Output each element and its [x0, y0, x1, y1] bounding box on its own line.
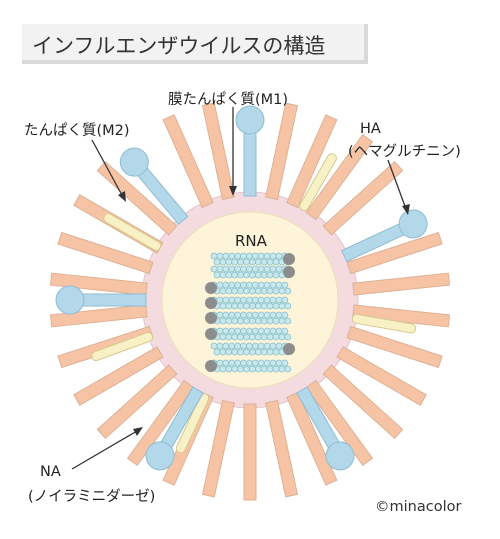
m2-protein	[103, 213, 162, 251]
na-arrow	[71, 430, 138, 470]
ha-spike	[162, 114, 214, 209]
ha-spike	[322, 161, 404, 236]
ha-spike	[96, 364, 178, 439]
ha-spike	[96, 161, 178, 236]
ha-spike	[201, 102, 235, 201]
ha-spike	[286, 114, 338, 209]
ha-spike	[286, 391, 338, 486]
rna-strand	[205, 296, 292, 310]
rna-end-cap	[283, 253, 295, 265]
m2-label: たんぱく質(M2)	[24, 123, 130, 139]
ha-spike	[201, 399, 235, 498]
m2-protein	[351, 313, 417, 334]
na-spike	[145, 386, 204, 471]
ha-spike	[305, 379, 374, 467]
rna-strand	[205, 359, 292, 373]
m2-protein	[175, 393, 210, 454]
rna-strand	[205, 311, 292, 325]
m1-label: 膜たんぱく質(M1)	[168, 92, 289, 108]
ha-spike	[57, 231, 154, 275]
page-title: インフルエンザウイルスの構造	[32, 34, 326, 58]
m2-arrowhead	[118, 191, 126, 202]
rna-end-cap	[205, 312, 217, 324]
ha-spike	[73, 346, 164, 406]
label-arrows	[71, 107, 410, 470]
ha-arrow	[387, 159, 407, 210]
ha-spike	[352, 272, 451, 296]
rna-strand	[210, 342, 295, 356]
na-arrowhead	[133, 427, 143, 436]
ha-spike	[346, 231, 443, 275]
rna-strand	[205, 327, 292, 341]
na-label: NA	[40, 464, 61, 480]
na-sub-label: (ノイラミニダーゼ)	[28, 489, 156, 505]
credit: ©minacolor	[375, 499, 462, 515]
na-spike	[296, 386, 355, 471]
m2-protein	[91, 331, 154, 362]
rna-end-cap	[205, 297, 217, 309]
ha-sub-label: (ヘマグルチニン)	[348, 144, 461, 160]
rna-strand	[210, 265, 295, 279]
m1-arrowhead	[229, 186, 237, 196]
title-box: インフルエンザウイルスの構造	[22, 24, 368, 64]
ha-spike	[49, 272, 148, 296]
ha-spike	[265, 399, 299, 498]
rna-end-cap	[283, 343, 295, 355]
ha-label: HA	[360, 121, 381, 137]
spikes-group	[49, 102, 451, 501]
ha-spike	[336, 346, 427, 406]
ha-spike	[49, 304, 148, 328]
m2-arrow	[91, 139, 124, 198]
rna-strands	[205, 252, 295, 373]
na-spike	[55, 285, 147, 315]
rna-end-cap	[205, 328, 217, 340]
rna-end-cap	[205, 282, 217, 294]
ha-spike	[305, 133, 374, 221]
rna-strand	[205, 281, 292, 295]
ha-spike	[126, 379, 195, 467]
ha-spike	[265, 102, 299, 201]
na-spike	[235, 105, 265, 197]
rna-label: RNA	[235, 232, 267, 250]
na-spike	[341, 209, 428, 263]
ha-arrowhead	[402, 204, 410, 215]
ha-spike	[243, 403, 257, 501]
ha-spike	[346, 325, 443, 369]
rna-strand	[210, 252, 295, 266]
na-spike	[119, 147, 189, 225]
m2-protein	[299, 153, 337, 212]
rna-end-cap	[205, 360, 217, 372]
rna-end-cap	[283, 266, 295, 278]
ha-spike	[322, 364, 404, 439]
